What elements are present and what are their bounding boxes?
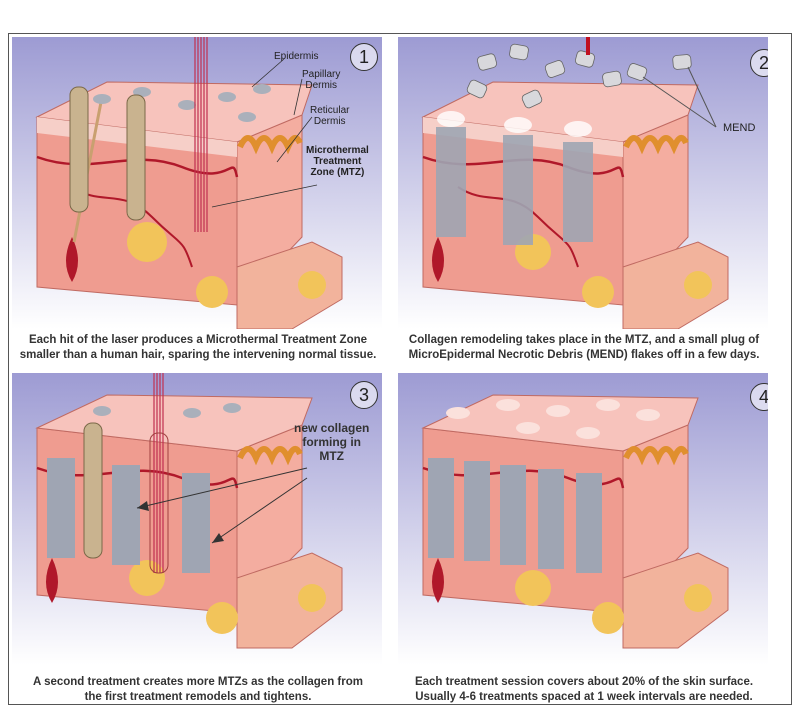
caption-3: A second treatment creates more MTZs as … bbox=[33, 676, 363, 703]
step-number-1: 1 bbox=[350, 43, 378, 71]
label-new-collagen: new collagen forming in MTZ bbox=[294, 421, 370, 463]
caption-4: Each treatment session covers about 20% … bbox=[414, 676, 754, 703]
figure-frame bbox=[8, 33, 792, 705]
label-papillary-dermis: Papillary Dermis bbox=[302, 69, 341, 91]
panel-3: 3 new collagen forming in MTZ bbox=[12, 373, 382, 665]
skin-illustration-3 bbox=[12, 373, 382, 665]
panel-4: 4 bbox=[398, 373, 768, 665]
label-epidermis: Epidermis bbox=[274, 51, 319, 62]
panel-1: 1 Epidermis Papillary Dermis Reticular D… bbox=[12, 37, 382, 329]
label-mend: MEND bbox=[723, 122, 756, 134]
panel-2: 2 MEND bbox=[398, 37, 768, 329]
step-number-3: 3 bbox=[350, 381, 378, 409]
skin-illustration-2 bbox=[398, 37, 768, 329]
caption-2: Collagen remodeling takes place in the M… bbox=[408, 334, 760, 361]
skin-illustration-1 bbox=[12, 37, 382, 329]
label-mtz: Microthermal Treatment Zone (MTZ) bbox=[306, 145, 369, 178]
caption-1: Each hit of the laser produces a Microth… bbox=[19, 334, 377, 361]
label-reticular-dermis: Reticular Dermis bbox=[310, 105, 350, 127]
skin-illustration-4 bbox=[398, 373, 768, 665]
